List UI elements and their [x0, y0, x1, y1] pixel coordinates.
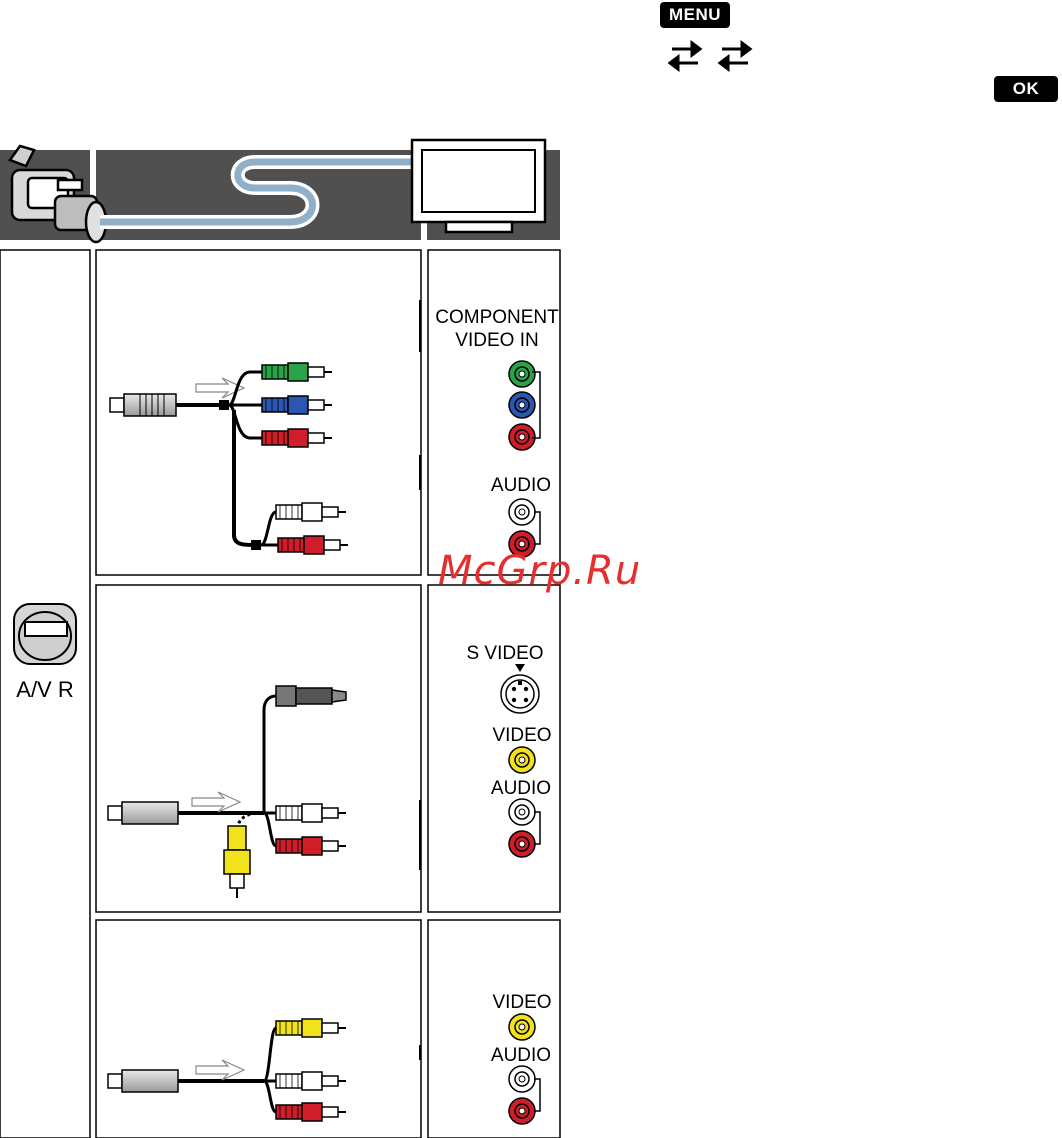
- component-label-1: COMPONENT: [435, 307, 559, 328]
- video-label-1: VIDEO: [492, 725, 551, 746]
- audio-label-1: AUDIO: [491, 475, 551, 496]
- tv-jack-white: [509, 499, 535, 525]
- tv-jack-yellow: [509, 1014, 535, 1040]
- video-label-2: VIDEO: [492, 992, 551, 1013]
- audio-label-2: AUDIO: [491, 778, 551, 799]
- tv-svideo-panel: [428, 585, 560, 912]
- tv-jack-red: [509, 1098, 535, 1124]
- tv-jack-white: [509, 799, 535, 825]
- tv-jack-blue: [509, 392, 535, 418]
- tv-jack-red: [509, 424, 535, 450]
- av-jack-icon: [14, 604, 76, 664]
- tv-icon: [412, 140, 545, 232]
- tv-jack-green: [509, 361, 535, 387]
- audio-label-3: AUDIO: [491, 1045, 551, 1066]
- tv-jack-red: [509, 831, 535, 857]
- tv-jack-white: [509, 1066, 535, 1092]
- component-label-2: VIDEO IN: [455, 330, 538, 351]
- av-jack-label: A/V R: [16, 677, 73, 702]
- composite-cable-panel: [96, 920, 421, 1138]
- svideo-cable-panel: [96, 585, 421, 912]
- svideo-label: S VIDEO: [466, 643, 543, 664]
- tv-jack-yellow: [509, 747, 535, 773]
- watermark-text: McGrp.Ru: [438, 548, 641, 594]
